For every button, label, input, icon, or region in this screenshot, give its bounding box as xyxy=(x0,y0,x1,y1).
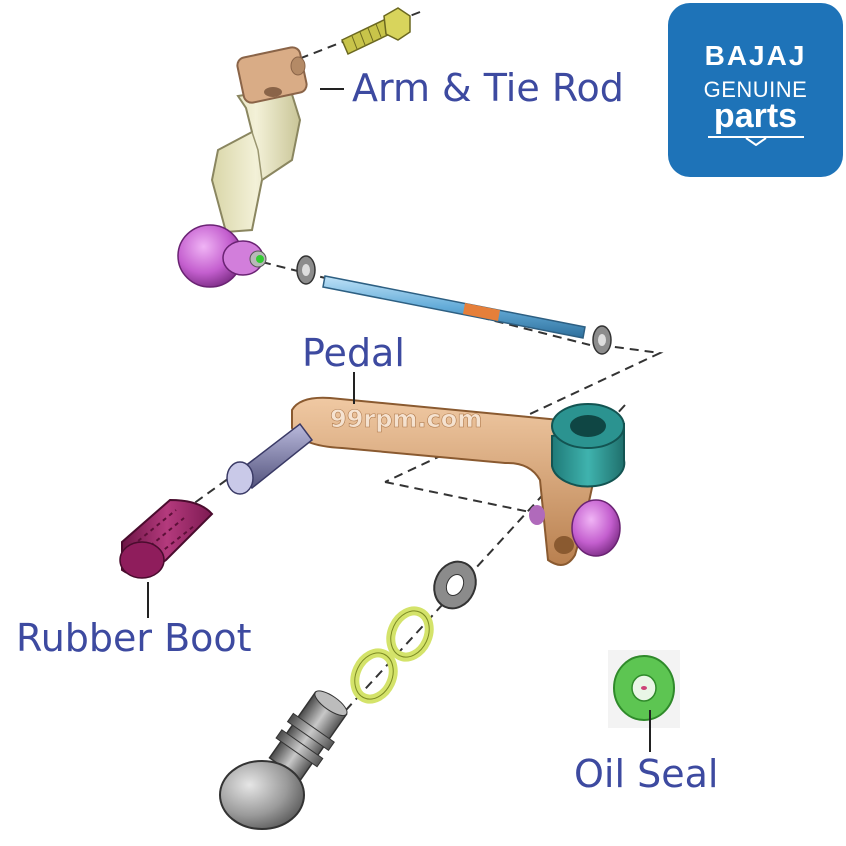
tie-rod-nut-right xyxy=(593,326,611,354)
label-pedal: Pedal xyxy=(302,334,405,372)
logo-swoosh-icon xyxy=(706,134,806,146)
logo-parts-text: parts xyxy=(668,97,843,136)
oil-seal xyxy=(608,650,680,728)
label-rubber-boot: Rubber Boot xyxy=(16,619,252,657)
tie-rod xyxy=(323,276,585,338)
washer xyxy=(427,555,484,615)
o-ring-lower xyxy=(348,647,401,706)
ball-joint xyxy=(178,225,266,287)
rubber-boot xyxy=(120,500,212,578)
label-arm-tie-rod: Arm & Tie Rod xyxy=(352,69,624,107)
logo-brand-text: BAJAJ xyxy=(668,40,843,72)
label-oil-seal: Oil Seal xyxy=(574,755,718,793)
pivot-pin xyxy=(227,424,312,494)
tie-rod-nut-left xyxy=(297,256,315,284)
gear-shift-arm xyxy=(212,46,308,232)
watermark: 99rpm.com xyxy=(330,405,482,433)
shift-shaft xyxy=(220,683,355,829)
bushing xyxy=(552,404,624,486)
bolt xyxy=(342,8,410,54)
bajaj-genuine-parts-logo: BAJAJ GENUINE parts xyxy=(668,3,843,177)
